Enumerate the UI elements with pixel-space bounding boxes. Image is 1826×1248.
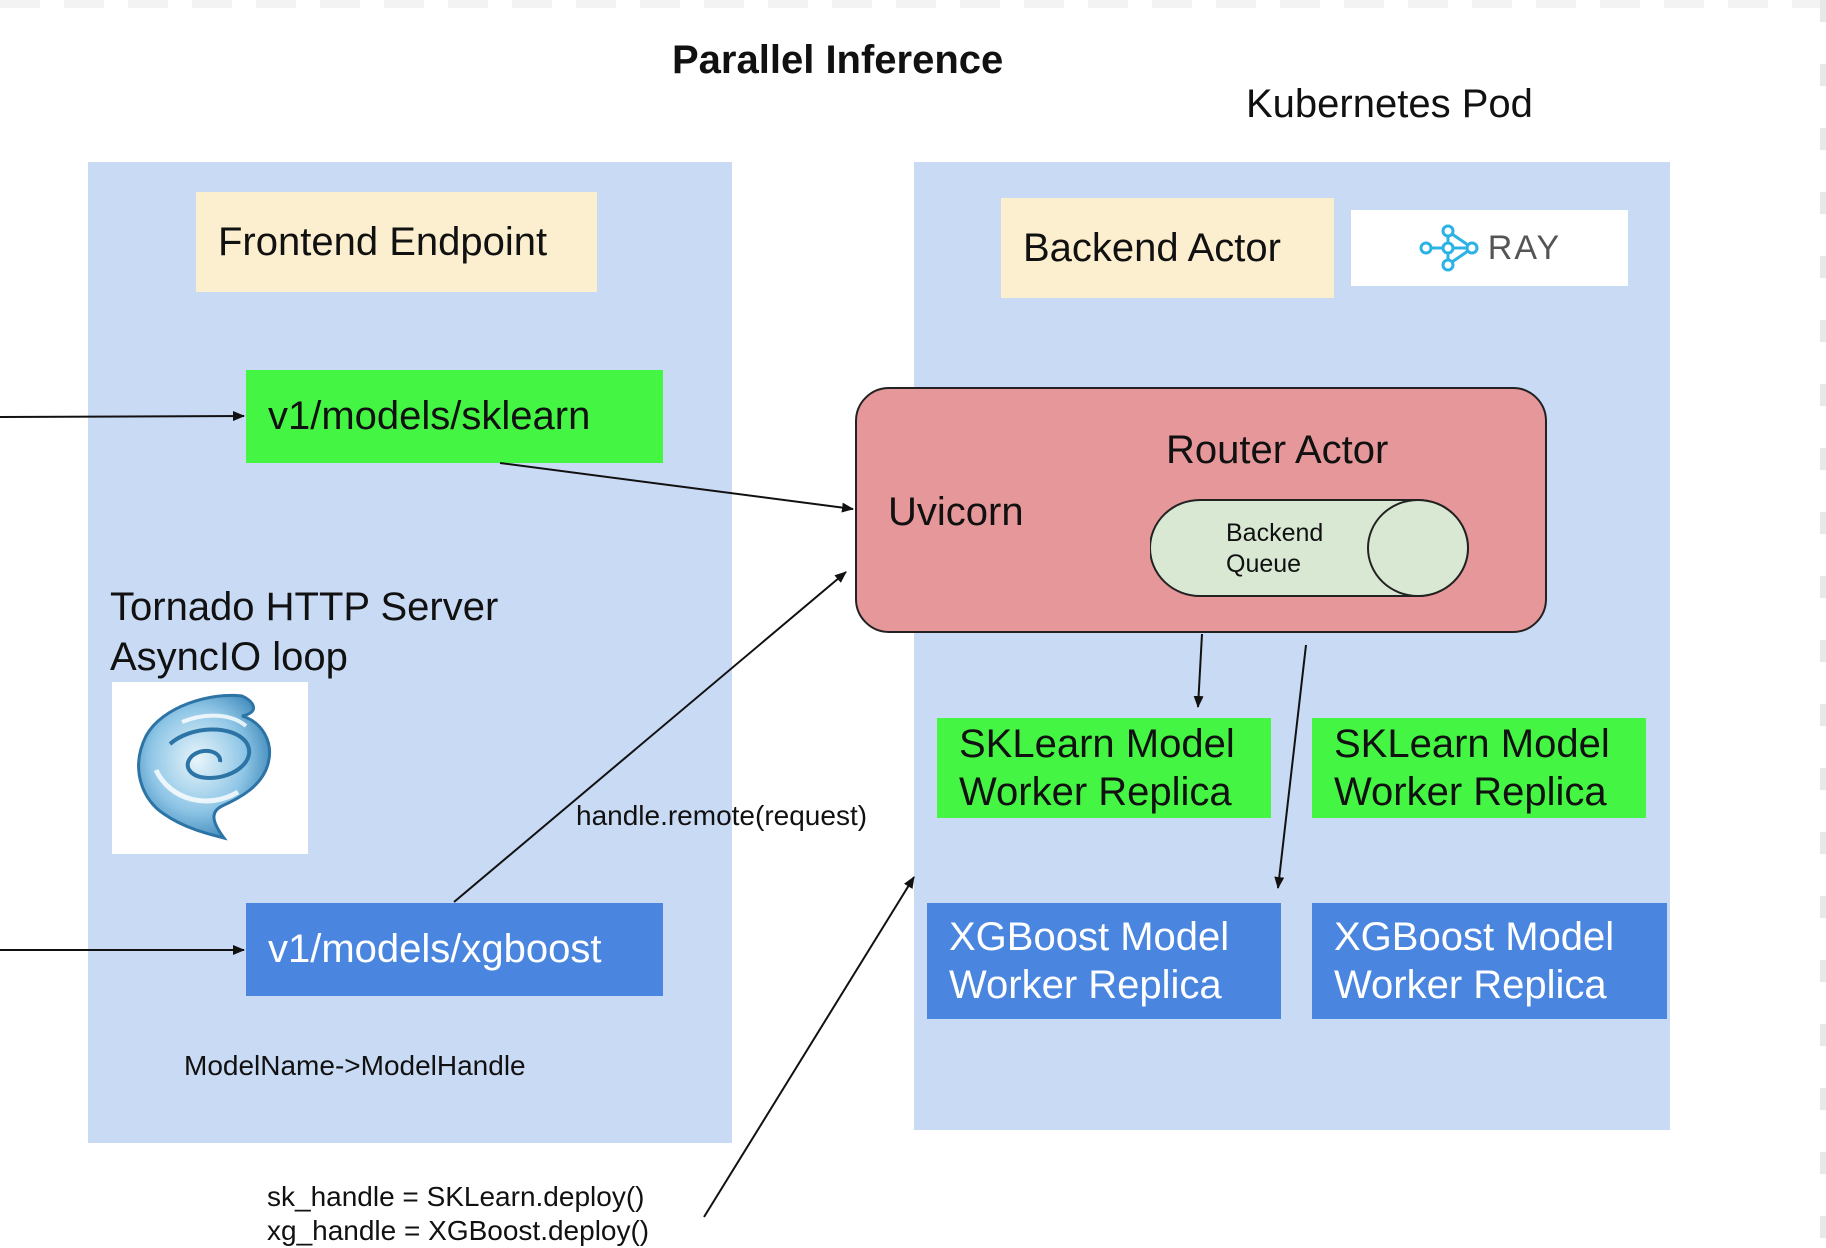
queue-line-1: Backend xyxy=(1226,519,1324,547)
right-border xyxy=(1820,0,1826,1242)
model-mapping-label: ModelName->ModelHandle xyxy=(184,1050,526,1081)
router-to-xgboost-arrow xyxy=(1274,644,1307,889)
sklearn-to-uvicorn-arrow xyxy=(499,462,854,513)
top-border xyxy=(0,0,1826,8)
backend-actor-text: Backend Actor xyxy=(1023,225,1281,270)
server-line-1: Tornado HTTP Server xyxy=(110,585,499,629)
deploy-arrow xyxy=(703,876,915,1218)
xgboost-to-uvicorn-arrow xyxy=(453,571,847,903)
server-line-2: AsyncIO loop xyxy=(110,635,348,679)
route-sklearn-text: v1/models/sklearn xyxy=(268,394,591,438)
xg1-line-1: XGBoost Model xyxy=(949,915,1230,959)
incoming-arrow-sklearn xyxy=(0,411,245,422)
sk2-line-2: Worker Replica xyxy=(1334,770,1607,814)
tornado-logo-icon xyxy=(112,682,308,854)
router-to-sklearn-arrow xyxy=(1193,633,1204,708)
backend-queue: Backend Queue xyxy=(1150,498,1470,598)
sk1-line-1: SKLearn Model xyxy=(959,722,1235,766)
ray-network-icon xyxy=(1419,224,1479,272)
deploy-code: sk_handle = SKLearn.deploy() xg_handle =… xyxy=(267,1180,649,1248)
route-sklearn[interactable]: v1/models/sklearn xyxy=(246,370,663,463)
backend-actor-label: Backend Actor xyxy=(1001,198,1334,298)
ray-logo: RAY xyxy=(1351,210,1628,286)
sk1-line-2: Worker Replica xyxy=(959,770,1232,814)
frontend-endpoint-label: Frontend Endpoint xyxy=(196,192,597,292)
xg2-line-1: XGBoost Model xyxy=(1334,915,1615,959)
diagram-title: Parallel Inference xyxy=(672,38,1004,82)
queue-line-2: Queue xyxy=(1226,550,1302,578)
uvicorn-label: Uvicorn xyxy=(888,490,1024,534)
frontend-endpoint-text: Frontend Endpoint xyxy=(218,219,548,264)
xg2-line-2: Worker Replica xyxy=(1334,963,1607,1007)
route-xgboost[interactable]: v1/models/xgboost xyxy=(246,903,663,996)
kubernetes-pod-label: Kubernetes Pod xyxy=(1246,82,1533,126)
router-actor-label: Router Actor xyxy=(1166,428,1389,472)
handle-call-label: handle.remote(request) xyxy=(576,800,868,831)
tornado-server-label: Tornado HTTP Server AsyncIO loop xyxy=(110,582,498,682)
sk2-line-1: SKLearn Model xyxy=(1334,722,1610,766)
deploy-line-2: xg_handle = XGBoost.deploy() xyxy=(267,1215,650,1246)
route-xgboost-text: v1/models/xgboost xyxy=(268,927,602,971)
xg1-line-2: Worker Replica xyxy=(949,963,1222,1007)
ray-logo-text: RAY xyxy=(1487,228,1562,267)
deploy-line-1: sk_handle = SKLearn.deploy() xyxy=(267,1181,645,1212)
